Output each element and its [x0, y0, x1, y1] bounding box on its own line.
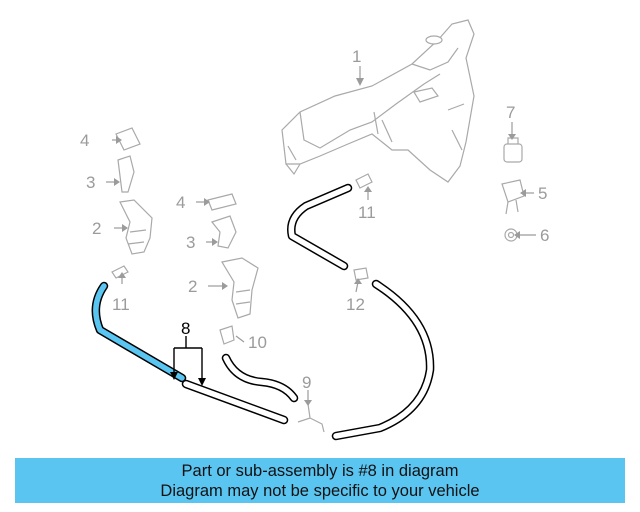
callout-6: 6: [540, 226, 549, 245]
notice-line-part-number: Part or sub-assembly is #8 in diagram: [181, 461, 459, 480]
callout-3-left: 3: [86, 173, 95, 192]
t-connector-part: [297, 403, 325, 433]
callout-7: 7: [506, 103, 515, 122]
callout-4-mid: 4: [176, 193, 185, 212]
callout-8: 8: [181, 319, 190, 338]
mid-washer-cap-part: [207, 193, 237, 211]
callout-2-left: 2: [92, 219, 101, 238]
mid-check-valve-part: [219, 325, 235, 345]
exploded-parts-diagram: 1 4 3 2 11 4 3 2 11 12 10 9 7 5 6 8: [80, 19, 549, 441]
hose-lower-straight: [181, 379, 289, 425]
hose-upper-right: [287, 183, 353, 271]
left-check-valve-part: [111, 265, 129, 279]
callout-11-right: 11: [358, 203, 376, 222]
callout-4-left: 4: [80, 131, 89, 150]
mid-nozzle-part: [210, 215, 237, 249]
callout-5: 5: [538, 184, 547, 203]
callout-12: 12: [346, 295, 365, 314]
washer-reservoir: [281, 19, 475, 183]
mid-washer-cylinder-part: [221, 257, 259, 319]
callout-9: 9: [302, 373, 311, 392]
left-washer-cap-part: [115, 127, 141, 151]
notice-line-disclaimer: Diagram may not be specific to your vehi…: [160, 481, 480, 500]
washer-pump-part: [501, 179, 525, 215]
right-check-valve-part: [355, 173, 373, 189]
hose-long-right: [331, 279, 435, 441]
leader-arrowheads: [114, 78, 526, 406]
callout-1: 1: [352, 47, 361, 66]
callout-3-mid: 3: [186, 233, 195, 252]
notice-banner: Part or sub-assembly is #8 in diagram Di…: [15, 458, 625, 503]
callout-11-left: 11: [112, 295, 130, 314]
callout-8-bracket: [170, 336, 206, 386]
left-washer-cylinder-part: [119, 199, 153, 255]
callout-10: 10: [248, 333, 267, 352]
callout-2-mid: 2: [188, 277, 197, 296]
left-nozzle-part: [117, 155, 135, 193]
hose-middle-curved: [221, 353, 299, 403]
highlighted-hose-part-8[interactable]: [91, 281, 187, 383]
level-sensor-part: [503, 137, 523, 163]
connector-12-part: [353, 267, 369, 281]
